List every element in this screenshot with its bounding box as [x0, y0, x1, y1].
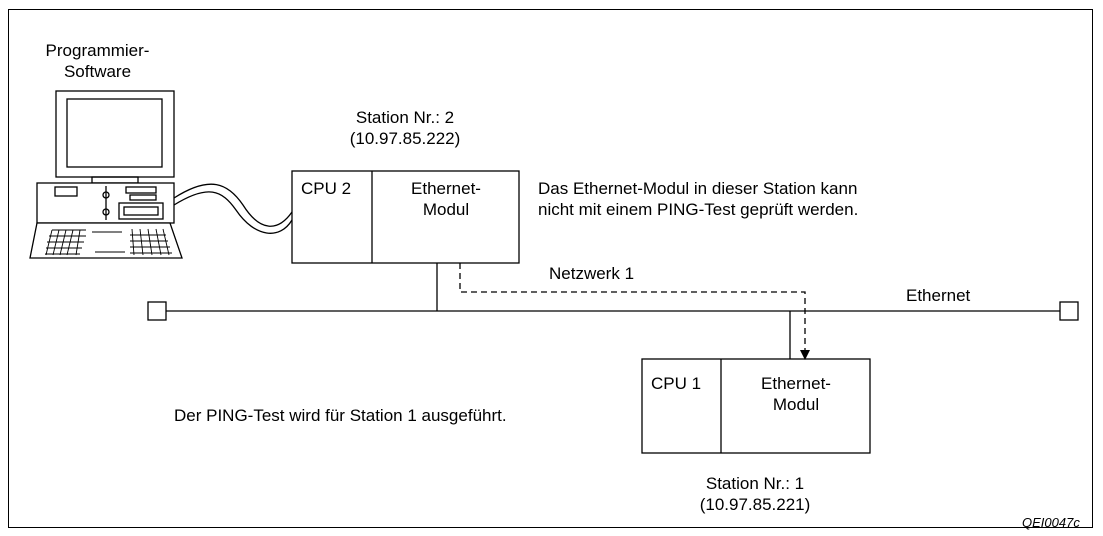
station2-label: Station Nr.: 2 — [355, 108, 455, 127]
software-label: Programmier- Software — [30, 40, 165, 82]
ethernet-bus — [147, 263, 1079, 359]
programming-cable — [173, 183, 293, 234]
station2-ip: (10.97.85.222) — [349, 129, 461, 148]
document-id: QEI0047c — [1022, 515, 1080, 530]
software-label-line2: Software — [63, 62, 132, 81]
ping-path — [459, 263, 806, 351]
software-label-line1: Programmier- — [45, 41, 150, 60]
station2-note-line2: nicht mit einem PING-Test geprüft werden… — [538, 200, 859, 219]
station2-header: Station Nr.: 2 (10.97.85.222) — [300, 107, 510, 149]
computer-icon — [29, 90, 183, 259]
station2-note: Das Ethernet-Modul in dieser Station kan… — [538, 178, 858, 220]
station2-box — [291, 170, 520, 264]
station2-module-label: Ethernet- Modul — [374, 178, 518, 220]
station1-module-line1: Ethernet- — [761, 374, 831, 393]
diagram-frame — [8, 9, 1093, 528]
station1-module-line2: Modul — [772, 395, 820, 414]
ethernet-label: Ethernet — [906, 286, 971, 305]
network-label: Netzwerk 1 — [549, 264, 635, 283]
station2-note-line1: Das Ethernet-Modul in dieser Station kan… — [538, 179, 858, 198]
station1-label: Station Nr.: 1 — [705, 474, 805, 493]
station2-module-line2: Modul — [422, 200, 470, 219]
station1-cpu-label: CPU 1 — [651, 374, 702, 393]
station1-ip: (10.97.85.221) — [699, 495, 811, 514]
ping-note: Der PING-Test wird für Station 1 ausgefü… — [174, 406, 507, 425]
station1-footer: Station Nr.: 1 (10.97.85.221) — [640, 473, 870, 515]
station1-box — [641, 358, 871, 454]
station1-module-label: Ethernet- Modul — [723, 373, 869, 415]
station2-cpu-label: CPU 2 — [301, 179, 352, 198]
station2-module-line1: Ethernet- — [411, 179, 481, 198]
ping-arrowhead — [800, 350, 810, 360]
